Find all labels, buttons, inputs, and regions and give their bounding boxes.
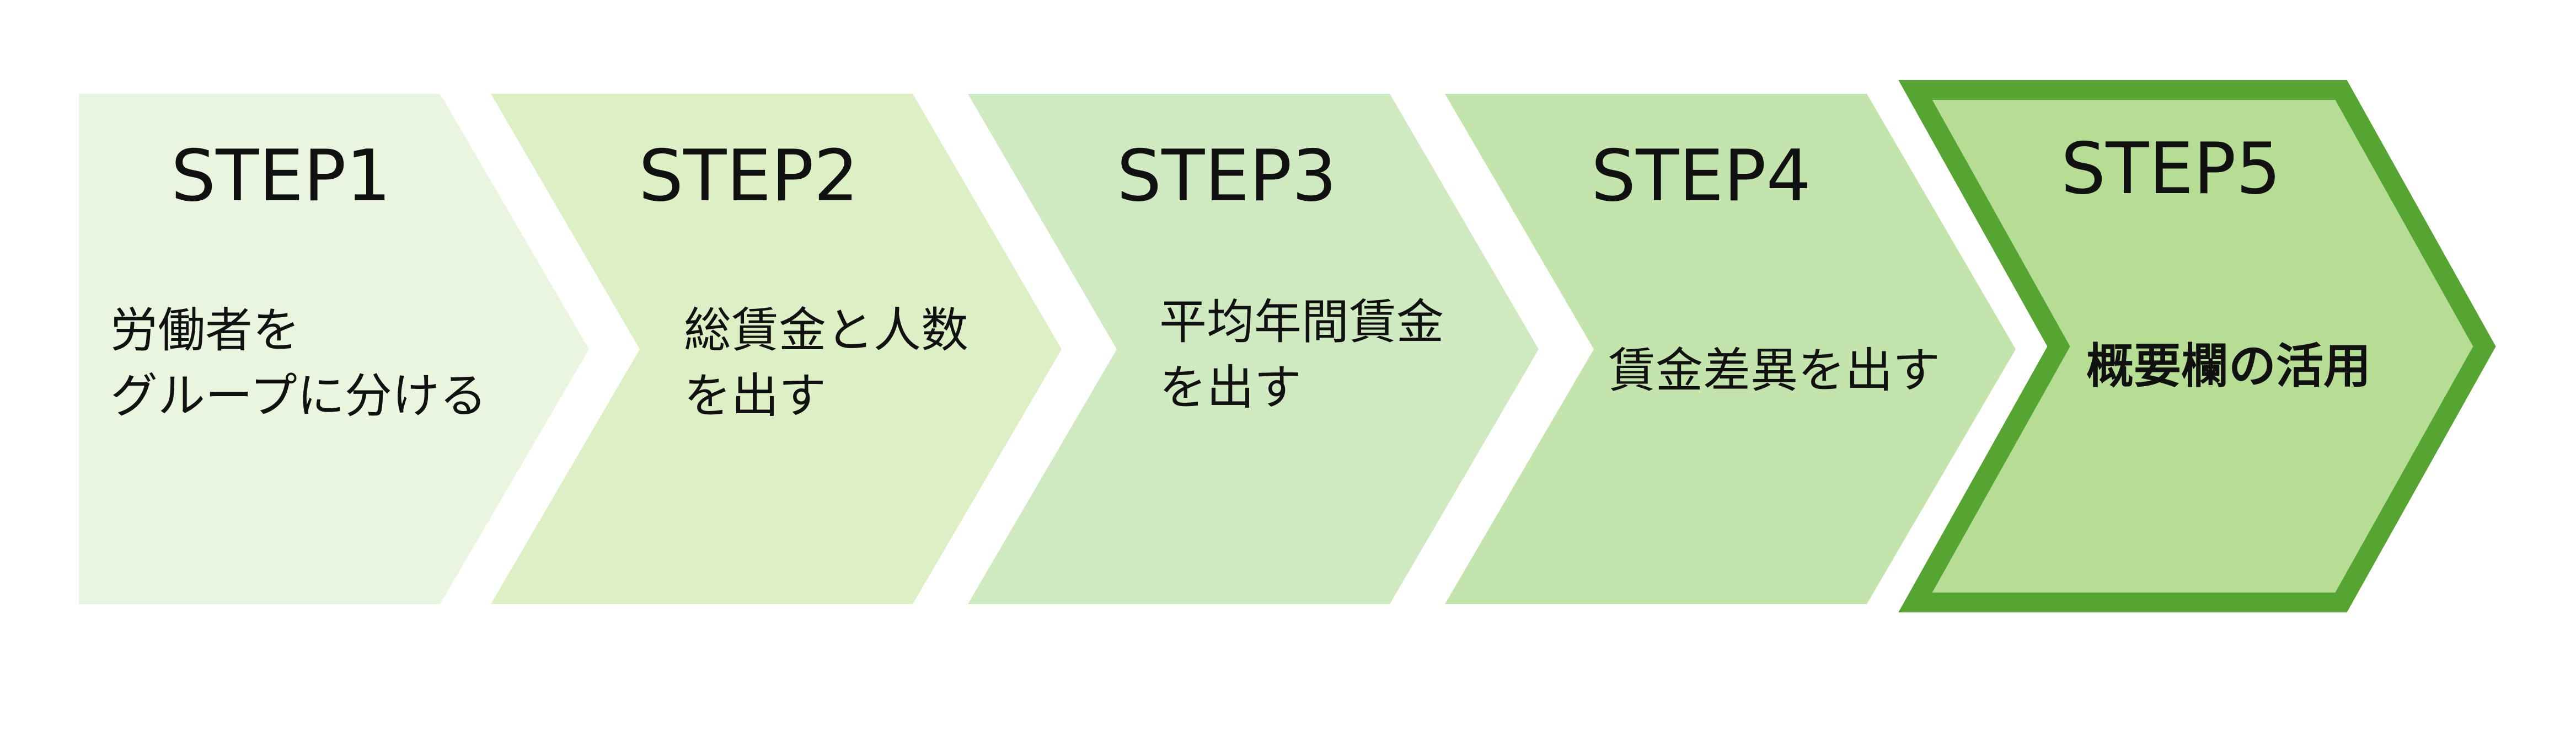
step-3-label-line-1: 平均年間賃金: [1159, 295, 1444, 350]
step-2-label-line-1: 総賃金と人数: [684, 303, 968, 358]
step-5-chevron: STEP5 概要欄の活用: [1898, 80, 2496, 612]
step-2-label-line-2: を出す: [684, 368, 826, 424]
step-2-chevron-polygon: [491, 94, 1062, 604]
step-2-label: 総賃金と人数 を出す: [684, 298, 968, 429]
step-1-title: STEP1: [171, 135, 391, 217]
step-4-chevron: STEP4 賃金差異を出す: [1445, 94, 2016, 604]
step-3-chevron-polygon: [968, 94, 1539, 604]
step-5-chevron-polygon: [1898, 80, 2496, 612]
step-3-label: 平均年間賃金 を出す: [1159, 290, 1444, 420]
step-5-label: 概要欄の活用: [2086, 334, 2371, 399]
step-1-chevron: STEP1 労働者を グループに分ける: [79, 94, 589, 604]
step-5-label-line-1: 概要欄の活用: [2086, 339, 2371, 394]
step-1-label-line-1: 労働者を: [110, 303, 300, 358]
step-1-chevron-shape: [79, 94, 589, 604]
step-3-label-line-2: を出す: [1159, 360, 1302, 415]
step-1-label: 労働者を グループに分ける: [110, 298, 487, 429]
step-3-chevron-shape: [968, 94, 1539, 604]
step-4-label-line-1: 賃金差異を出す: [1608, 343, 1940, 398]
step-3-chevron: STEP3 平均年間賃金 を出す: [968, 94, 1539, 604]
step-1-label-line-2: グループに分ける: [110, 368, 487, 424]
step-5-title: STEP5: [2061, 128, 2281, 210]
step-3-title: STEP3: [1117, 135, 1337, 217]
step-1-chevron-polygon: [79, 94, 589, 604]
step-4-label: 賃金差異を出す: [1608, 338, 1940, 404]
step-4-title: STEP4: [1591, 135, 1811, 217]
step-2-chevron-shape: [491, 94, 1062, 604]
step-5-chevron-shape: [1898, 80, 2496, 612]
step-2-title: STEP2: [639, 135, 859, 217]
step-4-chevron-polygon: [1445, 94, 2016, 604]
step-2-chevron: STEP2 総賃金と人数 を出す: [491, 94, 1062, 604]
step-4-chevron-shape: [1445, 94, 2016, 604]
